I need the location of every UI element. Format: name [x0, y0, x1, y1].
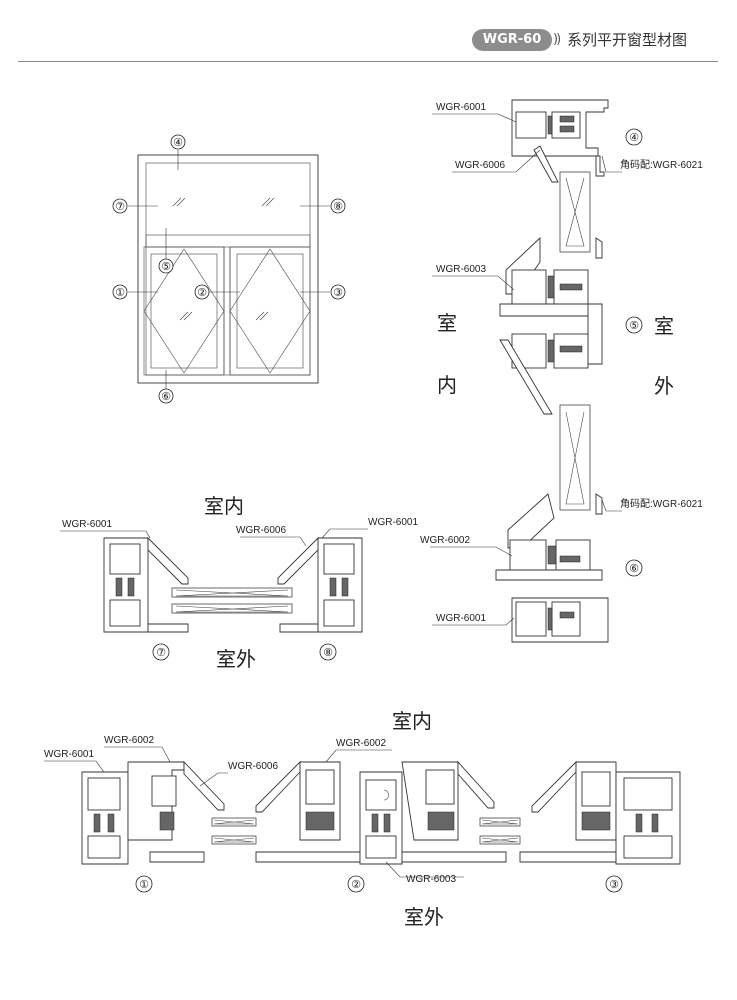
transom-indoor-label: 室内 — [204, 494, 244, 518]
label-corner-top: 角码配:WGR-6021 — [620, 159, 703, 171]
transom-marker-8: ⑧ — [319, 643, 337, 661]
transom-label-right-frame: WGR-6001 — [368, 517, 418, 528]
transom-section: 室内 室外 — [60, 494, 418, 671]
horizontal-left-glass — [211, 817, 257, 845]
transom-marker-7: ⑦ — [152, 643, 170, 661]
svg-text:⑦: ⑦ — [115, 200, 125, 213]
header-divider — [18, 61, 718, 62]
label-bottom-frame: WGR-6001 — [436, 613, 486, 624]
svg-text:④: ④ — [173, 136, 183, 149]
section-marker-6: ⑥ — [625, 559, 643, 577]
svg-text:②: ② — [351, 878, 361, 891]
horizontal-mullion — [359, 771, 403, 865]
indoor-label-char-2: 内 — [437, 373, 457, 397]
svg-text:⑤: ⑤ — [161, 260, 171, 273]
page-title: 系列平开窗型材图 — [567, 31, 688, 49]
horizontal-middle-right-sash — [401, 760, 507, 863]
transom-outdoor-label: 室外 — [216, 647, 256, 671]
svg-text:⑧: ⑧ — [333, 200, 343, 213]
svg-text:③: ③ — [333, 286, 343, 299]
right-sash-opening-marks — [229, 248, 311, 374]
label-top-bead: WGR-6006 — [455, 160, 505, 171]
elevation-marker-3: ③ — [330, 284, 346, 300]
glass-top-marks — [565, 177, 585, 247]
profile-wgr-6001-top — [511, 99, 609, 183]
label-sash: WGR-6002 — [420, 535, 470, 546]
svg-text:⑥: ⑥ — [629, 562, 639, 575]
transom-right-frame — [277, 536, 363, 633]
svg-text:③: ③ — [609, 878, 619, 891]
indoor-label-char-1: 室 — [437, 311, 457, 335]
horizontal-right-sash — [519, 760, 617, 863]
horizontal-marker-1: ① — [135, 875, 153, 893]
horizontal-label-bead: WGR-6006 — [228, 761, 278, 772]
series-badge: WGR-60 — [472, 29, 552, 51]
glass-bottom-marks — [565, 411, 585, 505]
outdoor-label-char-1: 室 — [654, 314, 674, 338]
horizontal-right-frame — [615, 771, 681, 865]
right-sash-inner — [236, 253, 304, 369]
horizontal-indoor-label: 室内 — [392, 709, 432, 733]
horizontal-left-sash — [127, 760, 225, 863]
horizontal-right-glass — [479, 817, 521, 845]
horizontal-marker-3: ③ — [605, 875, 623, 893]
elevation-marker-1: ① — [112, 284, 128, 300]
elevation-marker-4: ④ — [170, 134, 186, 150]
elevation-marker-6: ⑥ — [158, 388, 174, 404]
horizontal-outdoor-label: 室外 — [404, 905, 444, 929]
horizontal-label-left-frame: WGR-6001 — [44, 749, 94, 760]
svg-text:⑦: ⑦ — [156, 646, 166, 659]
svg-text:⑧: ⑧ — [323, 646, 333, 659]
svg-text:⑤: ⑤ — [629, 319, 639, 332]
elevation-marker-2: ② — [194, 284, 210, 300]
svg-text:⑥: ⑥ — [161, 390, 171, 403]
svg-text:④: ④ — [629, 131, 639, 144]
section-marker-4: ④ — [625, 128, 643, 146]
section-marker-5: ⑤ — [625, 316, 643, 334]
window-elevation: ④ ⑦ ⑧ ⑤ ① ② ③ ⑥ — [112, 134, 346, 404]
label-corner-bottom: 角码配:WGR-6021 — [620, 498, 703, 510]
glass-hatch-marks — [172, 197, 275, 321]
label-mullion: WGR-6003 — [436, 264, 486, 275]
horizontal-label-sash-left: WGR-6002 — [104, 735, 154, 746]
elevation-marker-7: ⑦ — [112, 198, 128, 214]
transom-label-bead: WGR-6006 — [236, 525, 286, 536]
badge-arrows: )) — [553, 32, 561, 47]
horizontal-middle-left-sash — [255, 760, 361, 863]
horizontal-left-frame — [81, 771, 129, 865]
svg-text:①: ① — [115, 286, 125, 299]
left-sash-inner — [150, 253, 218, 369]
outdoor-label-char-2: 外 — [654, 374, 674, 398]
page-header: WGR-60 )) 系列平开窗型材图 — [0, 0, 737, 62]
horizontal-section: 室内 室外 — [44, 709, 681, 929]
vertical-section: WGR-6001 WGR-6006 WGR-6003 WGR-6002 WGR-… — [420, 99, 703, 643]
transom-glass — [171, 587, 293, 614]
svg-text:①: ① — [139, 878, 149, 891]
transom-bar — [145, 234, 311, 248]
profile-wgr-6002 — [495, 493, 603, 581]
profile-wgr-6001-bottom — [511, 597, 609, 643]
transom-label-left-frame: WGR-6001 — [62, 519, 112, 530]
profile-wgr-6003 — [499, 236, 603, 415]
elevation-marker-8: ⑧ — [330, 198, 346, 214]
svg-text:②: ② — [197, 286, 207, 299]
elevation-marker-5: ⑤ — [158, 258, 174, 274]
transom-left-frame — [103, 536, 189, 633]
horizontal-marker-2: ② — [347, 875, 365, 893]
horizontal-label-mullion: WGR-6003 — [406, 874, 456, 885]
label-top-frame: WGR-6001 — [436, 102, 486, 113]
horizontal-label-sash-right: WGR-6002 — [336, 738, 386, 749]
